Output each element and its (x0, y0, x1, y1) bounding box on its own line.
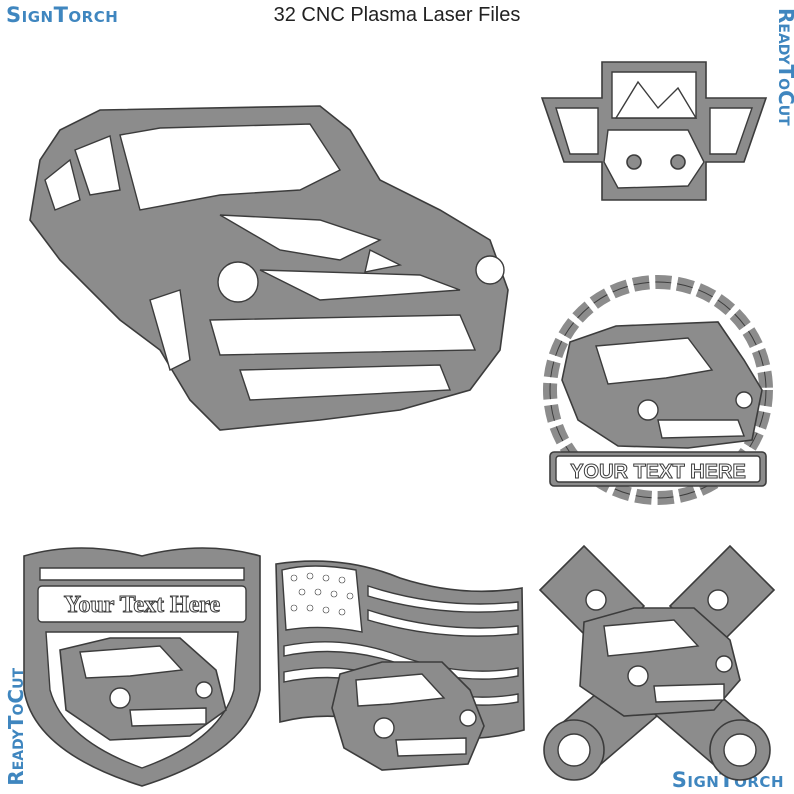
car-body (29, 105, 509, 431)
flag-stars (290, 572, 354, 616)
chain-badge-car-design: YOUR TEXT HERE (543, 275, 773, 505)
classic-car-design-large (29, 105, 509, 431)
shield-sign-text: Your Text Here (64, 592, 221, 618)
shield-sign-car-design: Your Text Here (23, 547, 261, 787)
american-flag-car-design (275, 560, 525, 771)
chain-badge-text: YOUR TEXT HERE (570, 461, 746, 483)
vertical-brand-right: ReadyToCut (774, 8, 794, 126)
page-title: 32 CNC Plasma Laser Files (273, 4, 521, 26)
mountain-scene-car-design (540, 61, 768, 201)
crossed-pistons-car-design (538, 544, 776, 781)
brand-logo-top-left: SignTorch (6, 3, 119, 27)
